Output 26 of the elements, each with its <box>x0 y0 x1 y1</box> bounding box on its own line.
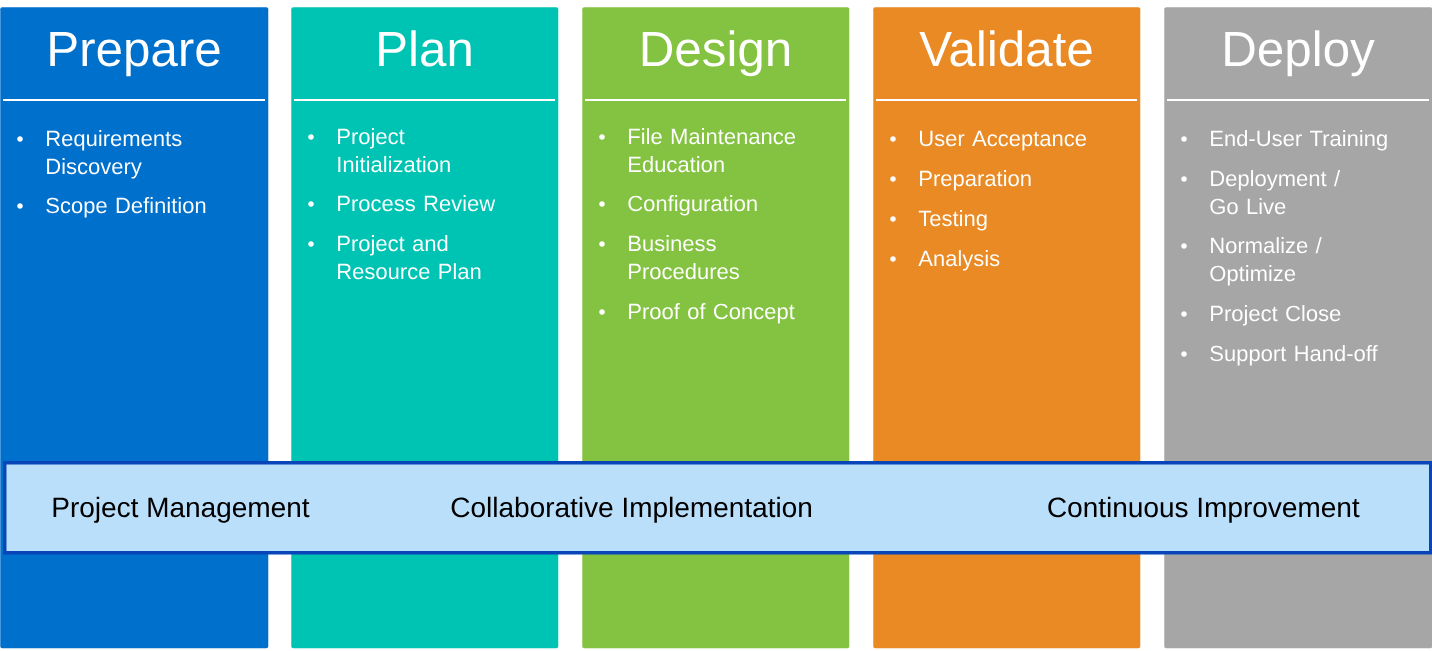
list-item: Requirements Discovery <box>47 130 182 179</box>
list-item: Business Procedures <box>629 235 739 280</box>
band-label: Collaborative Implementation <box>451 496 811 523</box>
list-item: Proof of Concept <box>629 303 795 324</box>
list-item: File Maintenance Education <box>629 128 795 173</box>
list-item: User Acceptance <box>919 130 1086 151</box>
list-item: Preparation <box>920 170 1031 191</box>
phase-title: Validate <box>919 30 1092 67</box>
list-item: Process Review <box>338 195 496 212</box>
list-item: Scope Definition <box>46 197 206 218</box>
list-item: Normalize / Optimize <box>1210 237 1322 286</box>
phase-title: Plan <box>379 30 471 67</box>
band-label: Project Management <box>53 496 310 523</box>
phase-title: Design <box>642 30 790 77</box>
list-item: Configuration <box>628 195 757 216</box>
list-item: Project Close <box>1211 305 1341 326</box>
phase-title: Deploy <box>1225 30 1375 77</box>
list-item: Testing <box>918 210 987 231</box>
list-item: Project and Resource Plan <box>338 235 481 280</box>
list-item: Deployment / Go Live <box>1210 170 1341 215</box>
phase-title: Prepare <box>50 32 220 77</box>
list-item: End-User Training <box>1211 130 1387 151</box>
list-item: Project Initialization <box>338 128 450 173</box>
list-item: Analysis <box>918 250 1000 271</box>
band-label: Continuous Improvement <box>1048 496 1360 523</box>
list-item: Support Hand-off <box>1210 345 1378 366</box>
